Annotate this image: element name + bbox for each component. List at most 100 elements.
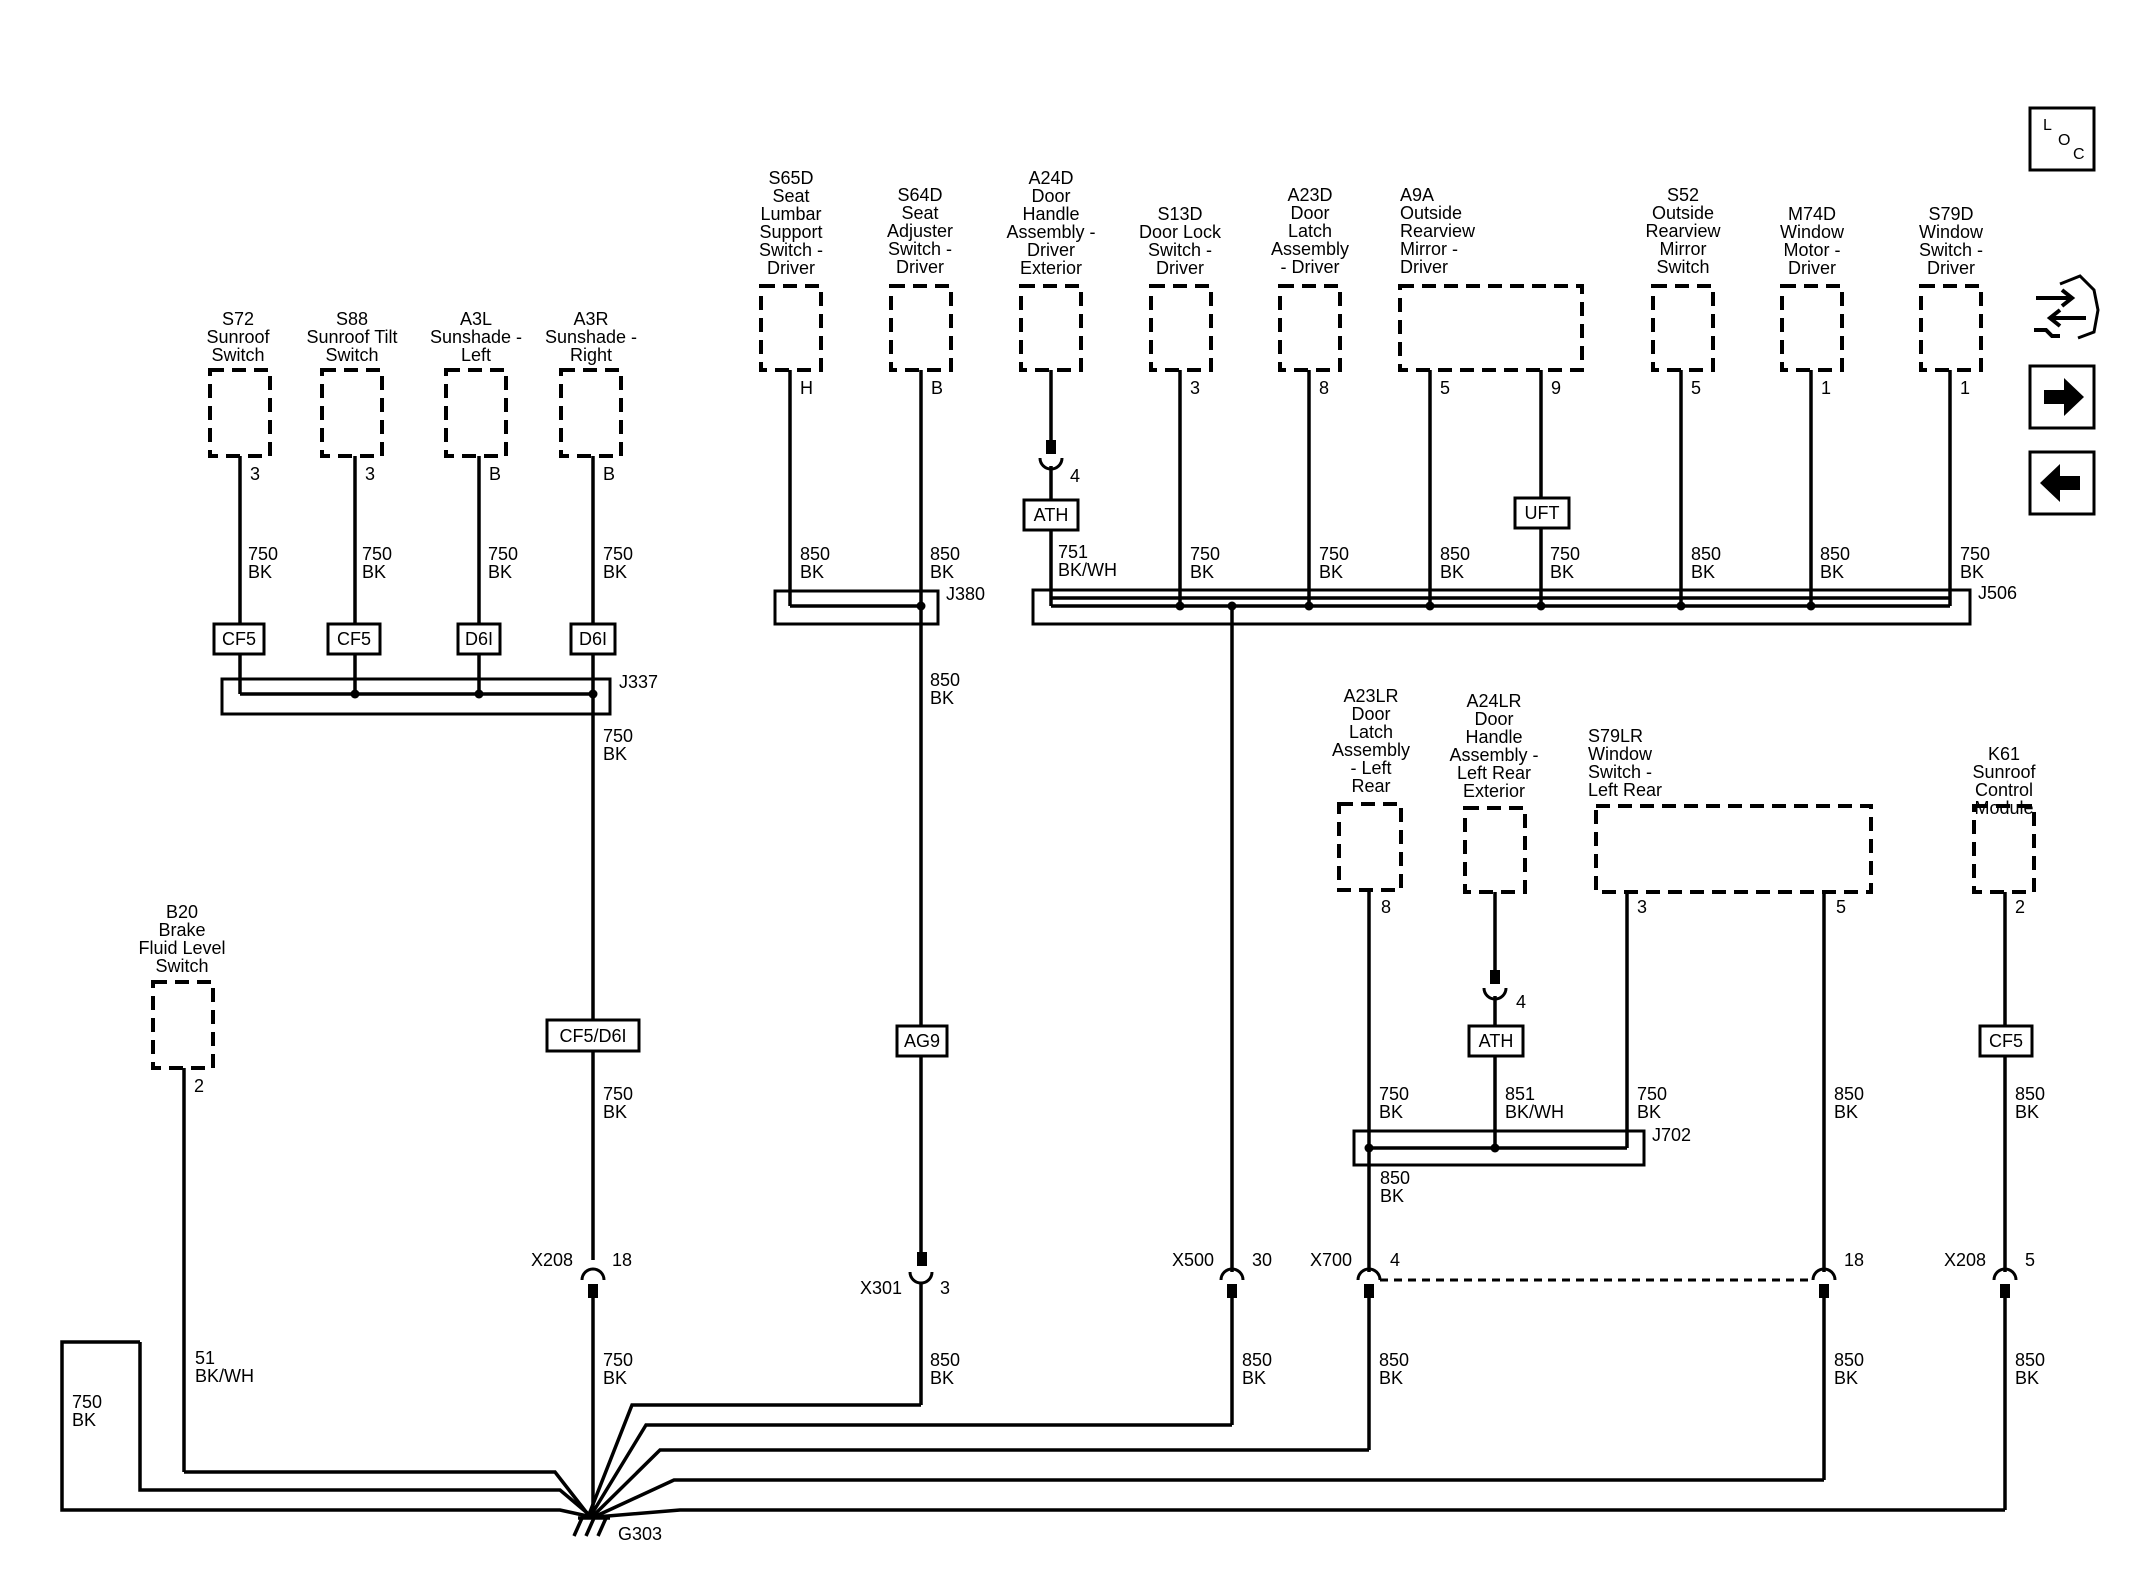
svg-text:J380: J380 [946, 584, 985, 604]
svg-text:X208: X208 [1944, 1250, 1986, 1270]
option-tag: ATH [1467, 1024, 1525, 1058]
connector-x208-18: X208 18 [531, 1250, 632, 1298]
svg-text:5: 5 [1836, 897, 1846, 917]
prev-page-button[interactable] [2028, 450, 2096, 516]
svg-text:X700: X700 [1310, 1250, 1352, 1270]
svg-text:8: 8 [1319, 378, 1329, 398]
option-tag: AG9 [895, 1024, 949, 1058]
svg-text:J337: J337 [619, 672, 658, 692]
svg-text:O: O [2058, 132, 2070, 149]
svg-text:30: 30 [1252, 1250, 1272, 1270]
svg-text:J506: J506 [1978, 583, 2017, 603]
svg-text:3: 3 [940, 1278, 950, 1298]
splice-j702: J702 [1352, 1125, 1691, 1167]
svg-text:X208: X208 [531, 1250, 573, 1270]
svg-text:X500: X500 [1172, 1250, 1214, 1270]
svg-text:5: 5 [2025, 1250, 2035, 1270]
option-tag: CF5 CF5 D6I D6I [212, 622, 617, 656]
next-page-button[interactable] [2028, 364, 2096, 430]
arrow-left-icon [2040, 464, 2080, 502]
splice-j380: J380 [773, 584, 985, 626]
connector-x500-30: X500 30 [1172, 1250, 1272, 1298]
svg-text:B: B [489, 464, 501, 484]
svg-text:D6I: D6I [465, 629, 493, 649]
option-tag: UFT [1513, 496, 1571, 530]
svg-text:CF5: CF5 [1989, 1031, 2023, 1051]
connector-x700-4: X700 4 [1310, 1250, 1400, 1298]
connector-x700-18: 18 [1811, 1250, 1864, 1298]
svg-text:4: 4 [1516, 992, 1526, 1012]
svg-text:L: L [2043, 117, 2052, 134]
svg-text:3: 3 [365, 464, 375, 484]
option-tag: CF5 [1978, 1024, 2034, 1058]
svg-text:X301: X301 [860, 1278, 902, 1298]
svg-text:CF5/D6I: CF5/D6I [559, 1026, 626, 1046]
ground-wires [60, 1340, 2005, 1519]
svg-text:2: 2 [194, 1076, 204, 1096]
loc-button[interactable]: L O C [2028, 106, 2096, 172]
svg-text:3: 3 [250, 464, 260, 484]
svg-text:1: 1 [1821, 378, 1831, 398]
svg-text:CF5: CF5 [337, 629, 371, 649]
connector-tool-icon[interactable] [2034, 274, 2100, 340]
option-tag: ATH [1022, 498, 1080, 532]
svg-text:CF5: CF5 [222, 629, 256, 649]
svg-text:8: 8 [1381, 897, 1391, 917]
option-tag: CF5/D6I [545, 1018, 641, 1053]
svg-text:3: 3 [1637, 897, 1647, 917]
svg-text:G303: G303 [618, 1524, 662, 1544]
svg-text:UFT: UFT [1525, 503, 1560, 523]
svg-text:D6I: D6I [579, 629, 607, 649]
svg-text:4: 4 [1070, 466, 1080, 486]
